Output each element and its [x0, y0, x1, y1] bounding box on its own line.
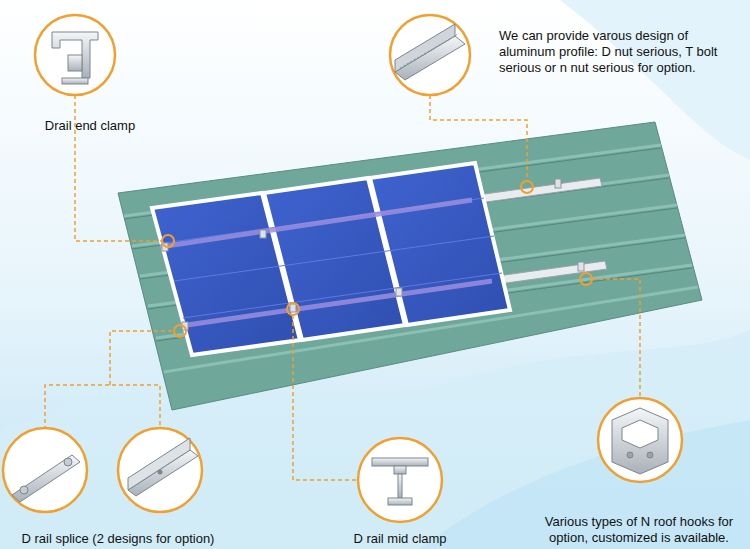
background-swirl	[420, 420, 750, 549]
mid-clamp-icon	[372, 458, 428, 505]
solar-panels	[152, 163, 510, 355]
callout-points	[162, 181, 592, 337]
leader-lines	[45, 95, 640, 480]
clamps	[162, 179, 584, 330]
part-label: D rail mid clamp	[320, 531, 480, 547]
roof-ribs	[124, 145, 698, 372]
rail	[490, 261, 607, 285]
roof-hook-icon	[612, 408, 668, 474]
part-label: We can provide varous design of aluminum…	[499, 28, 745, 76]
callout-circles	[3, 15, 682, 522]
part-label: Various types of N roof hooks for option…	[532, 514, 746, 546]
rail-splice-icon	[128, 438, 198, 496]
rails-under-panels	[160, 200, 492, 326]
rail	[470, 178, 602, 204]
part-label: Drail end clamp	[10, 118, 170, 134]
aluminum-profile-icon	[395, 24, 465, 80]
part-label: D rail splice (2 designs for option)	[3, 531, 233, 547]
corrugated-roof	[118, 122, 702, 410]
panel-cells	[164, 198, 502, 318]
rail-splice-icon	[12, 455, 80, 502]
end-clamp-icon	[52, 32, 98, 84]
